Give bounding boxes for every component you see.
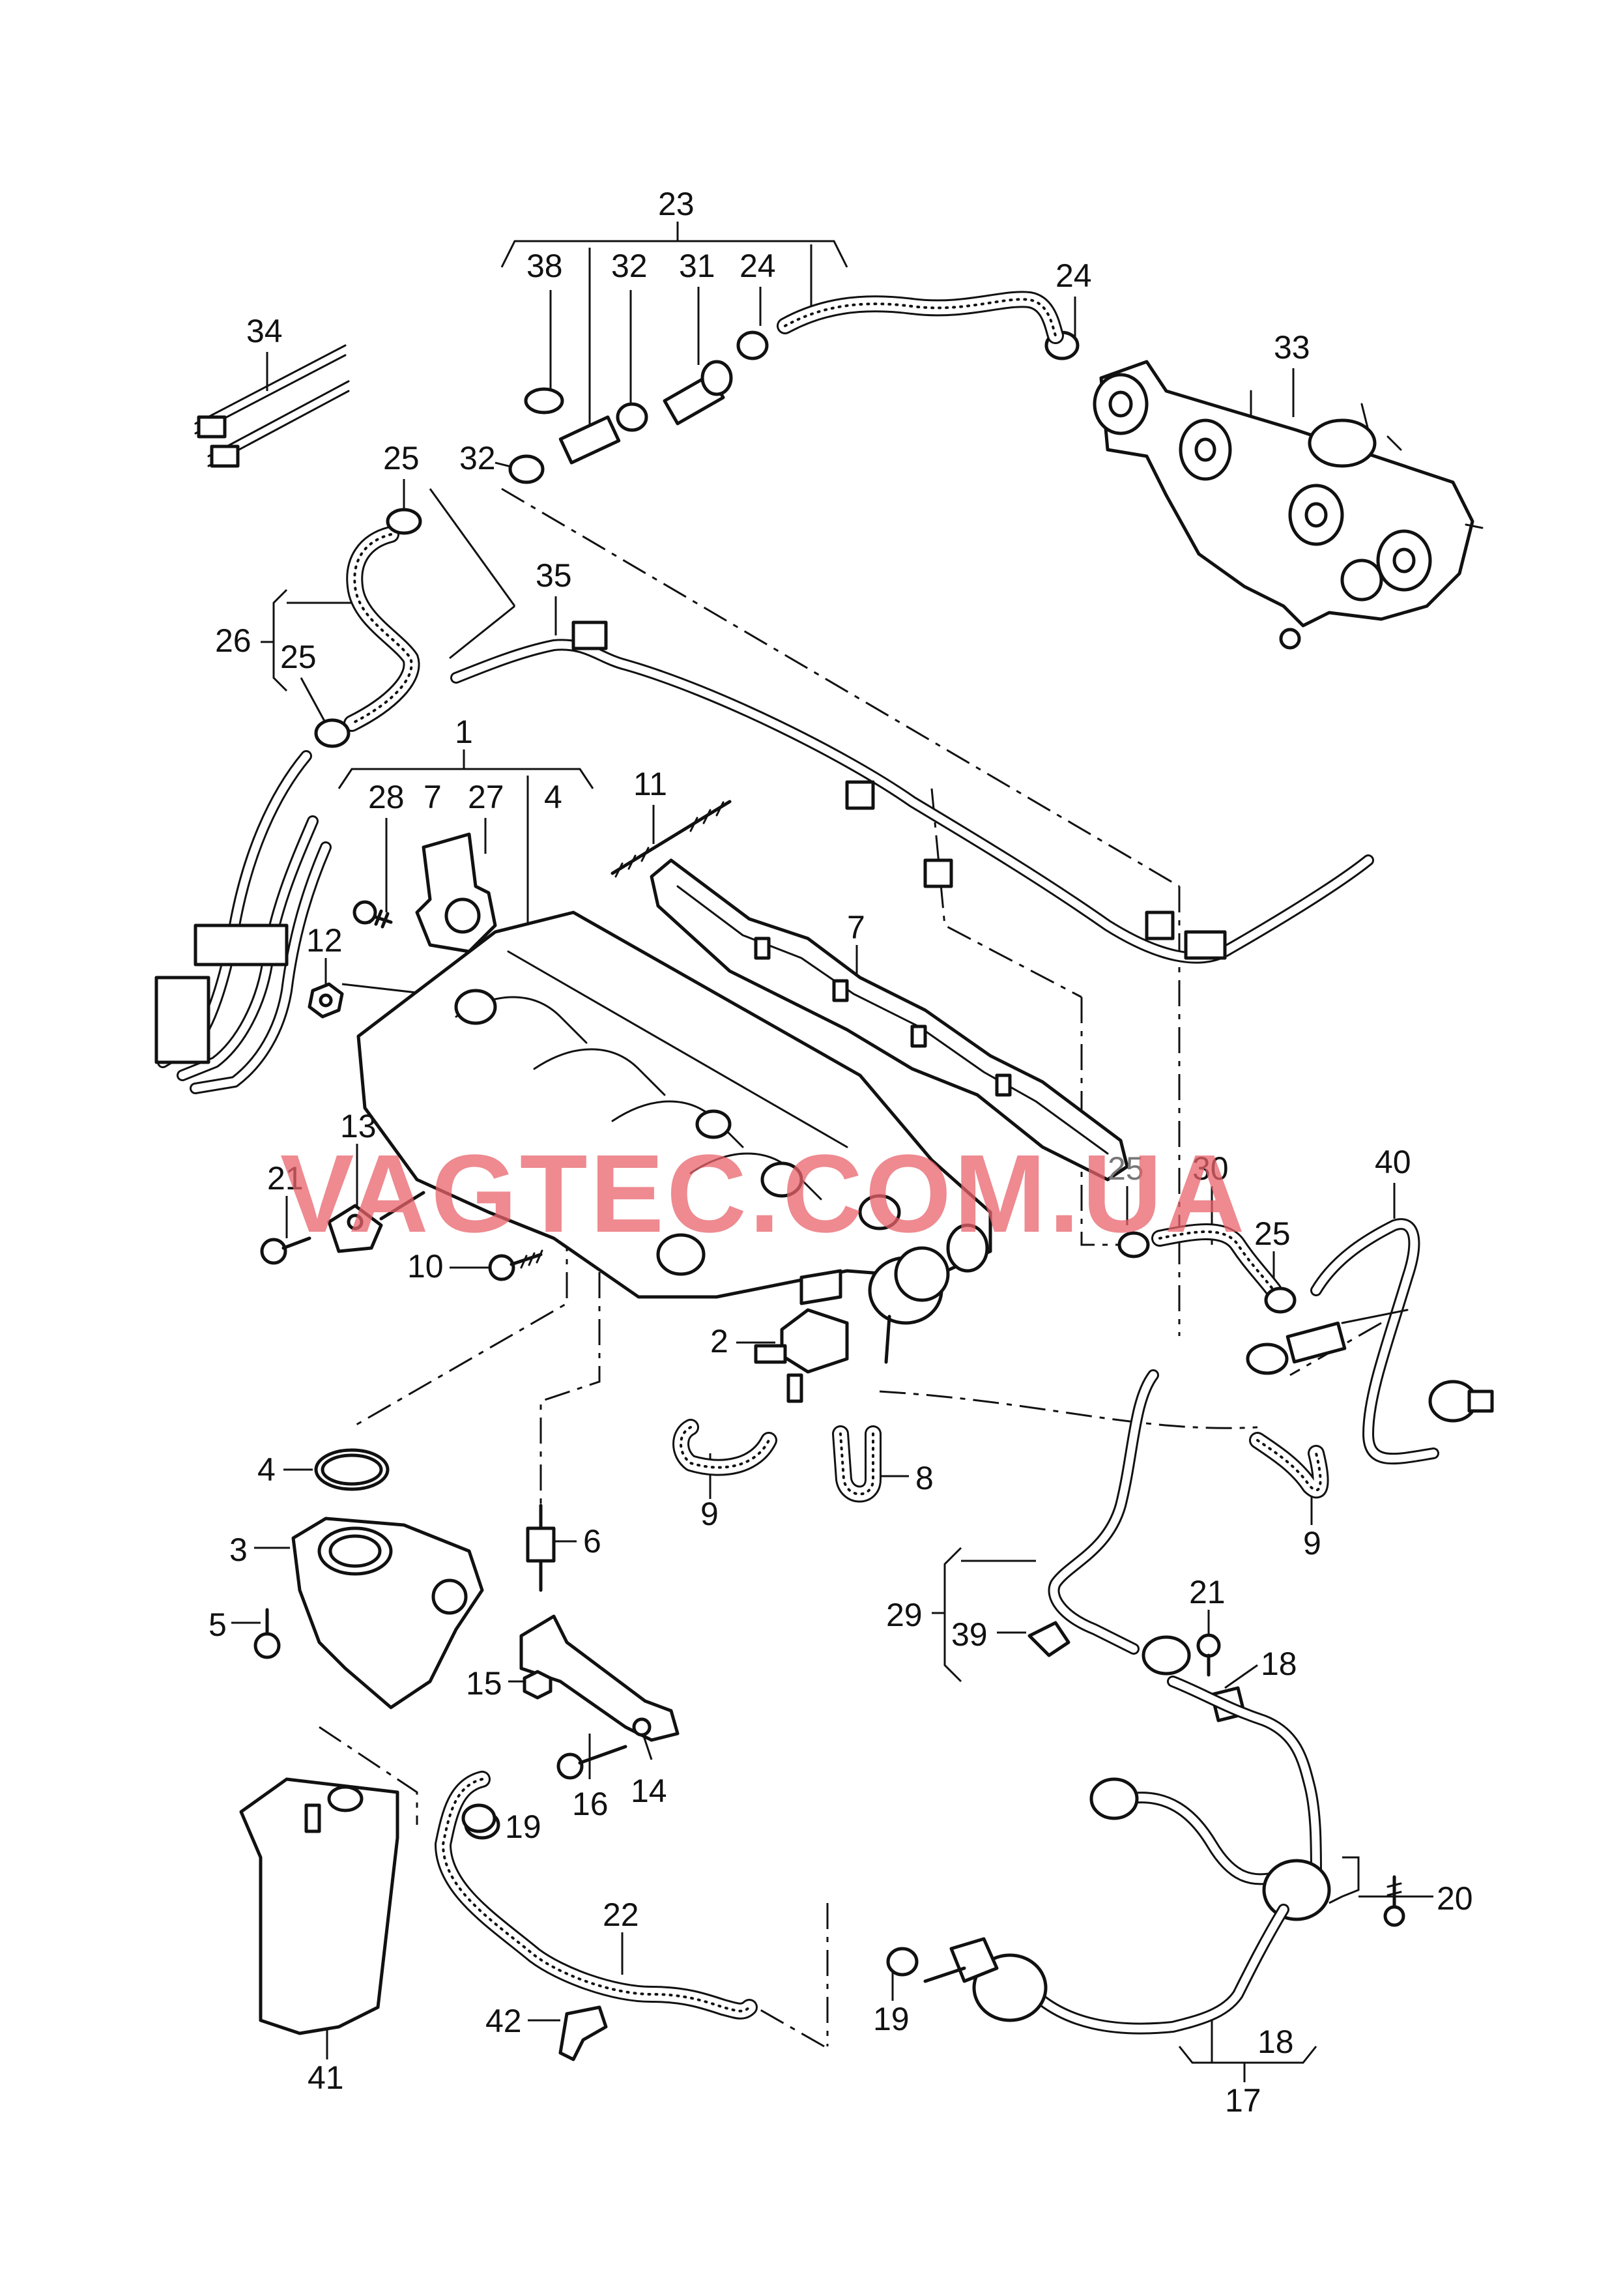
- callout-25: 25: [1108, 1150, 1144, 1187]
- o-ring-part-4: [314, 1448, 390, 1491]
- throttle-body-part-3: [291, 1517, 484, 1709]
- hose-part-23: [777, 291, 1064, 344]
- callout-19: 19: [873, 2001, 910, 2037]
- hose-part-9-right: [1249, 1432, 1329, 1498]
- watermark-text: VAGTEC.COM.UA: [280, 1132, 1247, 1256]
- callout-18: 18: [1257, 2024, 1294, 2060]
- callout-32: 32: [459, 440, 496, 476]
- pipe-part-35: [450, 620, 1374, 964]
- callout-7: 7: [424, 779, 442, 815]
- callout-31: 31: [679, 248, 715, 284]
- cable-tie-part-34: [194, 344, 350, 468]
- hose-part-29: [1048, 1369, 1191, 1676]
- bolt-part-28: [352, 900, 393, 929]
- valve-part-2: [754, 1308, 849, 1403]
- callout-13: 13: [340, 1108, 377, 1144]
- callout-16: 16: [572, 1786, 609, 1822]
- callout-4: 4: [257, 1451, 276, 1488]
- callout-21: 21: [1189, 1574, 1226, 1610]
- bolt-part-16: [556, 1745, 627, 1780]
- bolt-part-21-top: [260, 1236, 311, 1265]
- callout-28: 28: [368, 779, 405, 815]
- bolt-part-10: [488, 1249, 543, 1281]
- callout-26: 26: [215, 622, 251, 659]
- bolt-part-5: [253, 1608, 281, 1659]
- sensor-part-27: [415, 832, 497, 953]
- clip-part-42: [558, 2005, 608, 2061]
- callout-24: 24: [740, 248, 776, 284]
- callout-39: 39: [951, 1616, 988, 1653]
- callout-21: 21: [267, 1160, 304, 1197]
- callout-29: 29: [886, 1597, 923, 1633]
- callout-35: 35: [536, 557, 572, 594]
- callout-20: 20: [1437, 1880, 1473, 1917]
- canister-part-41: [239, 1777, 399, 2035]
- callout-40: 40: [1375, 1144, 1411, 1180]
- callout-41: 41: [308, 2059, 344, 2096]
- callout-27: 27: [468, 779, 504, 815]
- actuator: [868, 1246, 950, 1364]
- stud-part-11: [610, 800, 732, 878]
- callout-10: 10: [407, 1248, 444, 1285]
- hose-fittings-group: [508, 330, 1080, 484]
- stud-part-6: [526, 1504, 556, 1592]
- hose-part-9-left: [672, 1419, 777, 1476]
- callout-38: 38: [526, 248, 563, 284]
- bolt-part-21-bottom: [1196, 1633, 1221, 1677]
- callout-3: 3: [229, 1532, 248, 1568]
- callout-8: 8: [915, 1460, 934, 1496]
- valve-assembly-part-17: [923, 1676, 1331, 2035]
- pipe-bundle: [154, 750, 332, 1094]
- callout-11: 11: [633, 766, 667, 802]
- intake-manifold-part-1: [356, 910, 992, 1305]
- callout-9: 9: [700, 1496, 719, 1532]
- nut-part-12: [308, 982, 344, 1019]
- callout-4: 4: [544, 779, 562, 815]
- callout-34: 34: [246, 313, 283, 349]
- sensor-part-13: [327, 1191, 425, 1253]
- hose-part-8: [832, 1425, 882, 1503]
- callout-15: 15: [466, 1665, 502, 1702]
- callout-12: 12: [306, 922, 343, 959]
- valve-part-40: [1246, 1218, 1494, 1465]
- callout-25: 25: [1254, 1215, 1291, 1252]
- callout-17: 17: [1225, 2082, 1261, 2119]
- callout-33: 33: [1274, 329, 1310, 366]
- callout-labels: 23 38 32 31 24 24 33 34 25 32 35 26 25 1…: [208, 186, 1473, 2119]
- callout-2: 2: [710, 1323, 728, 1359]
- callout-22: 22: [603, 1896, 639, 1933]
- callout-1: 1: [455, 714, 473, 750]
- hose-part-30: [1117, 1223, 1297, 1314]
- clip-part-39: [1027, 1621, 1070, 1657]
- callout-7: 7: [847, 909, 865, 946]
- clip-part-19-bottom: [886, 1947, 919, 1977]
- gasket-part-7: [650, 858, 1129, 1182]
- hose-part-26: [314, 508, 422, 748]
- nut-part-15: [523, 1670, 553, 1700]
- clip-part-19-top: [461, 1803, 496, 1833]
- callout-5: 5: [208, 1606, 227, 1643]
- callout-18: 18: [1261, 1646, 1297, 1682]
- callout-14: 14: [631, 1773, 667, 1809]
- callout-25: 25: [383, 440, 420, 476]
- callout-6: 6: [583, 1523, 601, 1560]
- callout-25: 25: [280, 639, 317, 675]
- callout-42: 42: [485, 2003, 522, 2039]
- callout-23: 23: [658, 186, 695, 222]
- screw-part-20: [1383, 1875, 1405, 1927]
- callout-19: 19: [505, 1809, 541, 1845]
- callout-32: 32: [611, 248, 648, 284]
- turbo-manifold-part-33: [1093, 360, 1484, 650]
- callout-9: 9: [1303, 1525, 1321, 1562]
- callout-30: 30: [1192, 1150, 1229, 1187]
- callout-24: 24: [1056, 257, 1092, 294]
